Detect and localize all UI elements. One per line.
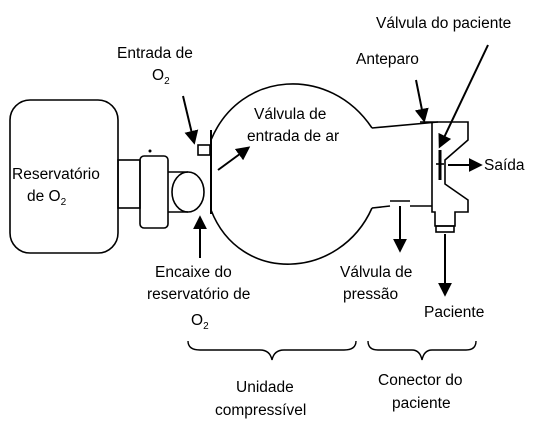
reservoir-connector-ring (139, 155, 169, 229)
pressure-valve-label-line1: Válvula de (340, 264, 413, 281)
reservoir-connector-cylinder (171, 171, 205, 213)
patient-valve-label: Válvula do paciente (376, 15, 512, 32)
compressible-unit-brace (187, 340, 357, 361)
reservoir-connector-left (117, 159, 141, 209)
reservoir-fitting-label-line3: O2 (191, 312, 209, 332)
oxygen-reservoir-label-line1: Reservatório (12, 166, 100, 183)
patient-connector-label-line2: paciente (392, 395, 451, 412)
patient-connector-label-line1: Conector do (378, 372, 463, 389)
pressure-valve-label-line2: pressão (343, 286, 399, 303)
reservoir-fitting-label-line1: Encaixe do (155, 264, 232, 281)
oxygen-inlet-arrow (182, 95, 199, 145)
compressible-bag-shape (210, 83, 373, 265)
bulkhead-label: Anteparo (356, 51, 419, 68)
oxygen-inlet-pipe (197, 144, 211, 156)
outlet-label: Saída (484, 157, 525, 174)
air-inlet-arrow (217, 146, 251, 171)
air-inlet-valve-label-line2: entrada de ar (247, 128, 340, 145)
compressible-unit-label-line2: compressível (215, 402, 307, 419)
oxygen-inlet-label-line1: Entrada de (117, 45, 193, 62)
patient-valve-arrow (438, 44, 489, 149)
bulkhead-arrow (414, 79, 429, 123)
air-inlet-valve-label-line1: Válvula de (254, 106, 327, 123)
oxygen-reservoir-label-line2: de O2 (27, 188, 67, 208)
patient-label: Paciente (424, 304, 485, 321)
patient-port-end (435, 225, 455, 233)
reservoir-fitting-label-line2: reservatório de (147, 286, 251, 303)
patient-connector-shape (420, 121, 469, 227)
patient-connector-brace (367, 340, 477, 361)
compressible-unit-label-line1: Unidade (236, 379, 294, 396)
oxygen-inlet-label-line2: O2 (152, 67, 170, 87)
